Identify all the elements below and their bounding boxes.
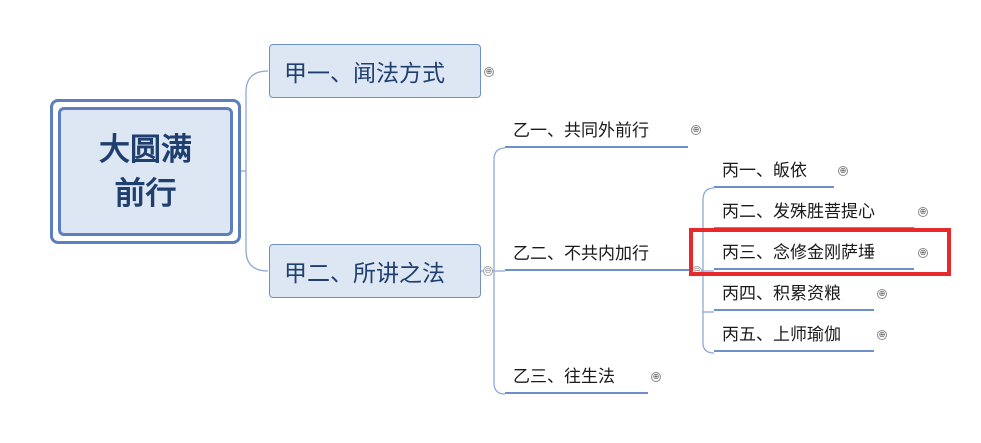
collapse-icon[interactable]: ⊖: [483, 266, 493, 276]
root-node-inner: 大圆满 前行: [58, 107, 233, 236]
root-line-2: 前行: [114, 175, 177, 212]
node-bing-4-label: 丙四、积累资粮: [722, 284, 841, 304]
node-bing-3-label: 丙三、念修金刚萨埵: [722, 243, 875, 263]
node-yi-1[interactable]: 乙一、共同外前行: [505, 117, 688, 148]
expand-icon[interactable]: ⊕: [691, 125, 701, 135]
node-jia-2-label: 甲二、所讲之法: [284, 261, 445, 287]
expand-icon[interactable]: ⊕: [918, 207, 928, 217]
node-bing-4[interactable]: 丙四、积累资粮: [714, 280, 874, 311]
node-yi-3-label: 乙三、往生法: [513, 367, 615, 387]
node-jia-2[interactable]: 甲二、所讲之法: [269, 244, 481, 298]
node-yi-1-label: 乙一、共同外前行: [513, 121, 649, 141]
node-bing-1-label: 丙一、皈依: [722, 161, 807, 181]
expand-icon[interactable]: ⊕: [838, 166, 848, 176]
node-bing-1[interactable]: 丙一、皈依: [714, 157, 834, 188]
node-bing-3[interactable]: 丙三、念修金刚萨埵: [714, 239, 914, 270]
expand-icon[interactable]: ⊕: [877, 289, 887, 299]
node-jia-1-label: 甲一、闻法方式: [284, 61, 445, 87]
root-node[interactable]: 大圆满 前行: [50, 99, 241, 244]
expand-icon[interactable]: ⊕: [651, 372, 661, 382]
node-bing-5-label: 丙五、上师瑜伽: [722, 325, 841, 345]
node-bing-2[interactable]: 丙二、发殊胜菩提心: [714, 198, 914, 229]
expand-icon[interactable]: ⊕: [877, 330, 887, 340]
root-node-label: 大圆满 前行: [96, 128, 196, 216]
node-bing-2-label: 丙二、发殊胜菩提心: [722, 202, 875, 222]
node-jia-1[interactable]: 甲一、闻法方式: [269, 44, 481, 98]
highlight-box: [689, 228, 951, 276]
node-yi-3[interactable]: 乙三、往生法: [505, 363, 648, 394]
node-bing-5[interactable]: 丙五、上师瑜伽: [714, 321, 874, 352]
node-yi-2[interactable]: 乙二、不共内加行: [505, 240, 690, 271]
node-yi-2-label: 乙二、不共内加行: [513, 244, 649, 264]
expand-icon[interactable]: ⊕: [918, 248, 928, 258]
root-line-1: 大圆满: [99, 131, 192, 168]
expand-icon[interactable]: ⊕: [484, 67, 494, 77]
